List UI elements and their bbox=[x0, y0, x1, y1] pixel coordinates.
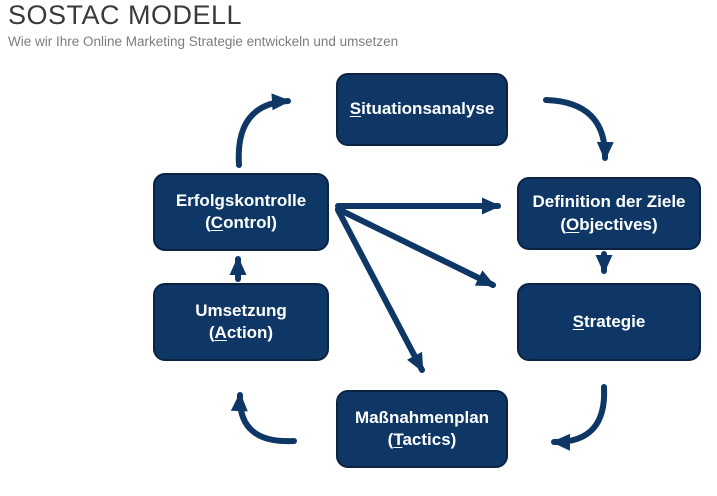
arrow-control-to-strategy bbox=[335, 206, 496, 288]
arrow-situation-to-objectives bbox=[543, 97, 614, 161]
node-definition-der-ziele: Definition der Ziele (Objectives) bbox=[517, 177, 701, 250]
arrow-control-to-situation bbox=[235, 93, 291, 168]
node-label-line: (Tactics) bbox=[387, 430, 457, 449]
node-erfolgskontrolle: Erfolgskontrolle (Control) bbox=[153, 173, 329, 251]
node-label-line: Maßnahmenplan bbox=[354, 407, 490, 427]
node-label-line: (Objectives) bbox=[560, 214, 658, 234]
arrow-tactics-to-action bbox=[230, 392, 297, 445]
node-strategie: Strategie bbox=[517, 283, 701, 361]
node-label-line: Definition der Ziele bbox=[532, 192, 686, 212]
node-label-line: Strategie bbox=[572, 311, 646, 331]
arrow-strategy-to-tactics bbox=[551, 384, 608, 451]
node-label-line: (Action) bbox=[208, 323, 274, 342]
arrow-control-to-tactics bbox=[335, 207, 425, 373]
page-title: SOSTAC MODELL bbox=[8, 0, 243, 30]
node-label-line: Situationsanalyse bbox=[349, 99, 495, 119]
node-situationsanalyse: Situationsanalyse bbox=[336, 73, 508, 146]
node-label-line: Umsetzung bbox=[195, 300, 287, 320]
page-subtitle: Wie wir Ihre Online Marketing Strategie … bbox=[8, 34, 399, 49]
node-label-line: (Control) bbox=[205, 213, 277, 232]
node-umsetzung: Umsetzung (Action) bbox=[153, 283, 329, 361]
node-massnahmenplan: Maßnahmenplan (Tactics) bbox=[336, 390, 508, 468]
node-label-line: Erfolgskontrolle bbox=[175, 190, 307, 210]
